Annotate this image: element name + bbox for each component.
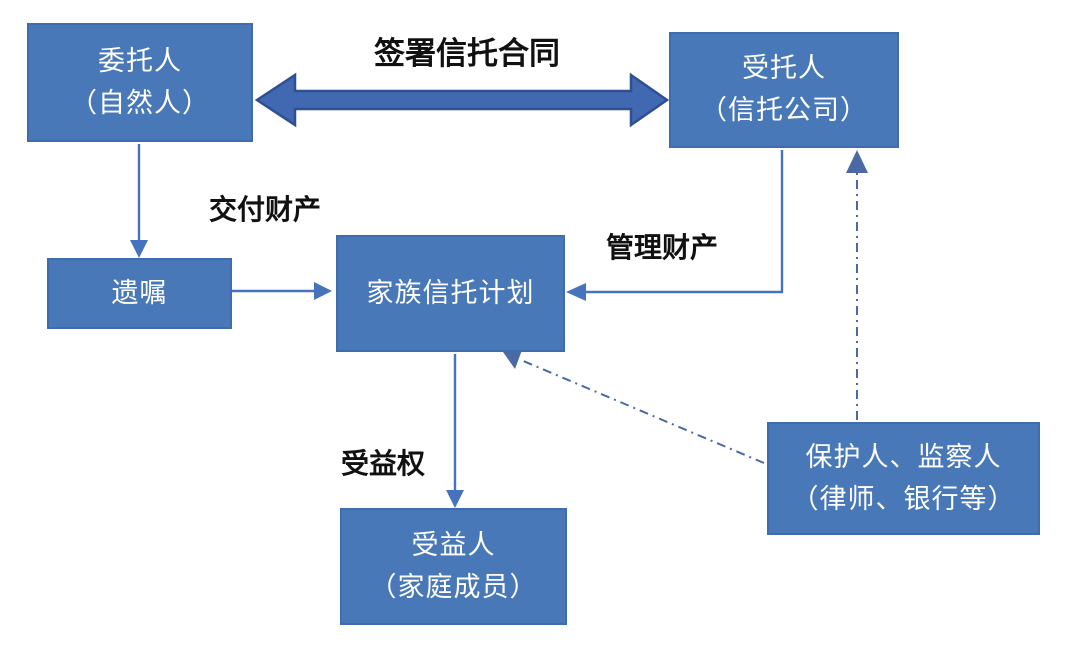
node-trustee-line2: （信托公司）	[700, 95, 868, 125]
label-manage-property: 管理财产	[605, 232, 718, 263]
node-protector: 保护人、监察人 （律师、银行等）	[767, 422, 1040, 535]
node-beneficiary: 受益人 （家庭成员）	[340, 508, 567, 625]
arrow-trust-plan-to-beneficiary	[446, 354, 464, 508]
label-beneficial-right: 受益权	[340, 448, 425, 479]
arrow-protector-to-trustee	[846, 150, 868, 420]
node-trust-plan: 家族信托计划	[336, 235, 565, 352]
node-trust-plan-line1: 家族信托计划	[366, 277, 535, 308]
label-deliver-property: 交付财产	[208, 194, 321, 225]
arrow-will-to-trust-plan	[232, 282, 332, 300]
node-beneficiary-line2: （家庭成员）	[369, 571, 538, 602]
label-sign-contract: 签署信托合同	[374, 36, 560, 71]
node-trustee-line1: 受托人	[742, 53, 826, 84]
node-protector-line1: 保护人、监察人	[805, 441, 1002, 472]
node-trustee: 受托人 （信托公司）	[669, 32, 899, 148]
arrow-trustee-to-trust-plan	[566, 150, 784, 301]
node-settlor-line2: （自然人）	[70, 87, 210, 118]
node-will: 遗嘱	[47, 258, 232, 329]
node-settlor-line1: 委托人	[98, 45, 182, 76]
node-settlor: 委托人 （自然人）	[27, 23, 253, 142]
arrow-settlor-to-will	[130, 144, 148, 258]
arrow-sign-contract	[254, 72, 670, 128]
node-beneficiary-line1: 受益人	[411, 529, 496, 560]
node-will-line1: 遗嘱	[111, 277, 168, 308]
arrow-protector-to-trust-plan	[503, 350, 765, 464]
node-protector-line2: （律师、银行等）	[791, 483, 1016, 514]
